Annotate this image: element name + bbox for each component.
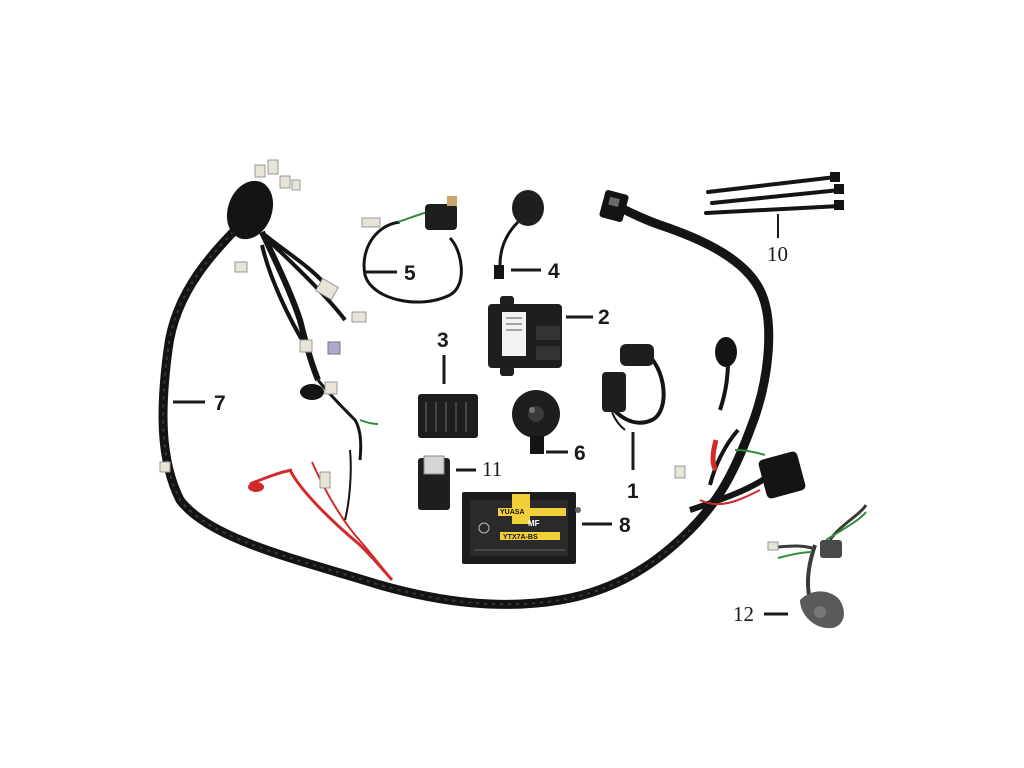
part-number-3: 3 <box>437 329 449 352</box>
part-number-12: 12 <box>733 602 754 626</box>
part-number-7: 7 <box>214 392 226 415</box>
ignition-coil <box>602 344 666 431</box>
side-stand-switch <box>767 504 868 629</box>
part-number-6: 6 <box>574 442 586 465</box>
part-number-1: 1 <box>627 480 639 503</box>
part-number-4: 4 <box>548 260 560 283</box>
part-number-10: 10 <box>767 242 788 266</box>
battery-model-label: YTX7A-BS <box>503 534 538 541</box>
horn <box>512 390 560 454</box>
battery: YUASA MF YTX7A-BS <box>462 492 581 564</box>
part-number-11: 11 <box>482 457 502 481</box>
flasher-relay <box>418 455 450 510</box>
cable-ties <box>704 172 844 215</box>
battery-brand-label: YUASA <box>500 509 525 516</box>
part-number-5: 5 <box>404 262 416 285</box>
cdi-unit <box>488 296 562 376</box>
part-number-8: 8 <box>619 514 631 537</box>
regulator-rectifier <box>418 394 478 438</box>
battery-sub-label: MF <box>528 519 540 528</box>
part-number-2: 2 <box>598 306 610 329</box>
neutral-switch <box>494 190 544 279</box>
main-wire-harness <box>158 159 806 609</box>
starter-relay <box>361 196 463 304</box>
